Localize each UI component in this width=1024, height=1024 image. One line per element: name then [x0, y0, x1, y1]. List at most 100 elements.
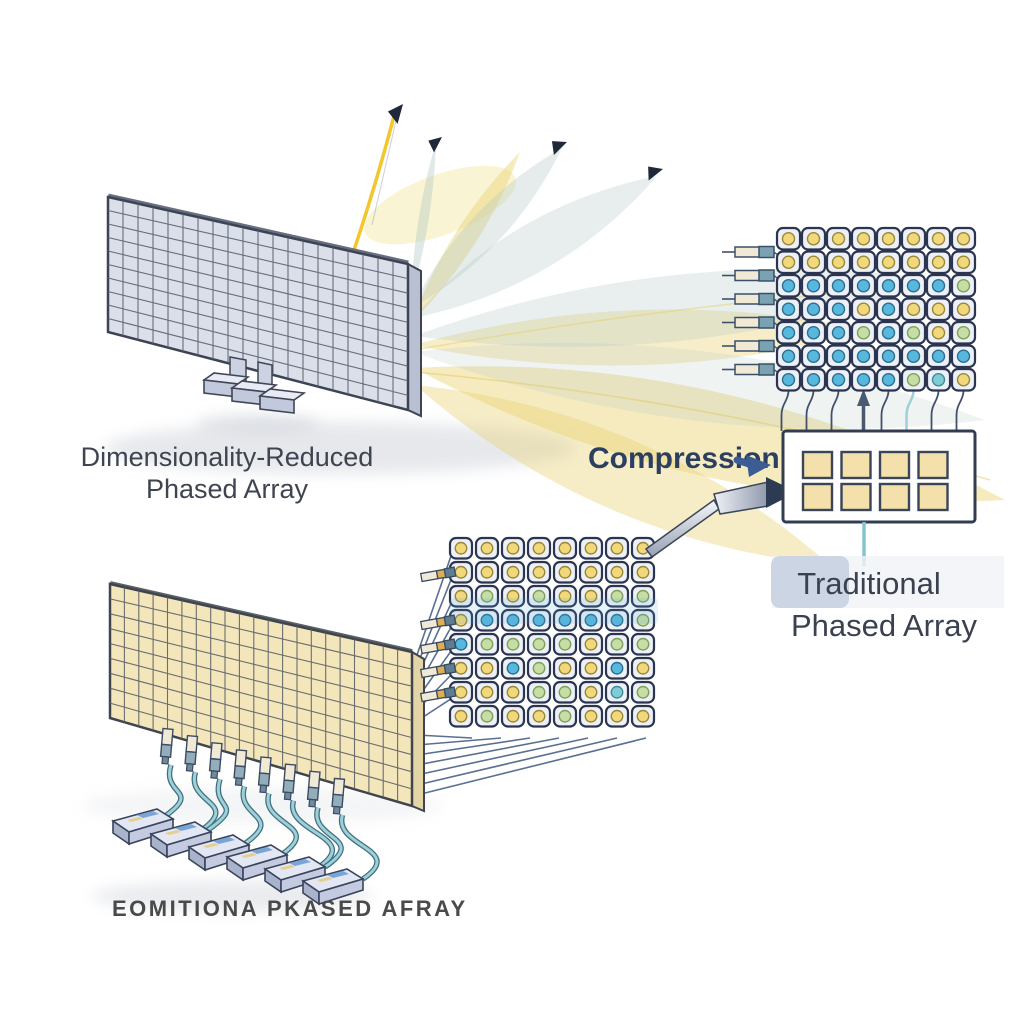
element-circle: [931, 232, 946, 246]
element-circle: [931, 255, 946, 269]
element-circle: [584, 541, 598, 555]
dim-reduced-label-line1: Dimensionality-Reduced: [81, 442, 374, 472]
element-circle: [881, 349, 896, 363]
rf-module: [149, 821, 213, 859]
element-circle: [558, 565, 572, 579]
feed-plug: [184, 734, 199, 772]
dim-reduced-label-line2: Phased Array: [146, 474, 309, 504]
element-circle: [931, 326, 946, 340]
element-circle: [956, 326, 971, 340]
middle-element-array: [419, 536, 658, 728]
element-circle: [806, 373, 821, 387]
element-circle: [454, 637, 468, 651]
element-circle: [584, 685, 598, 699]
element-circle: [480, 541, 494, 555]
feed-plug: [722, 363, 780, 376]
element-circle: [831, 302, 846, 316]
shadows: [82, 414, 575, 911]
element-circle: [506, 661, 520, 675]
rf-module: [301, 868, 365, 906]
feed-plug: [208, 741, 223, 779]
element-circle: [506, 613, 520, 627]
element-circle: [558, 685, 572, 699]
element-circle: [881, 255, 896, 269]
element-circle: [584, 613, 598, 627]
element-circle: [806, 349, 821, 363]
beam-arrowhead-icon: [551, 141, 567, 155]
element-circle: [610, 565, 624, 579]
element-circle: [636, 709, 650, 723]
element-circle: [931, 279, 946, 293]
element-circle: [806, 302, 821, 316]
beam-lobe: [411, 142, 436, 298]
element-circle: [454, 541, 468, 555]
element-circle: [558, 613, 572, 627]
bottom-caption: EOMITIONA PKASED AFRAY: [112, 896, 468, 921]
feed-plug: [282, 763, 297, 801]
element-circle: [906, 326, 921, 340]
dimensionality-reduced-panel: [106, 193, 422, 418]
element-circle: [506, 685, 520, 699]
element-circle: [781, 373, 796, 387]
element-circle: [881, 232, 896, 246]
element-circle: [781, 302, 796, 316]
element-circle: [636, 661, 650, 675]
element-circle: [906, 302, 921, 316]
element-circle: [454, 589, 468, 603]
element-circle: [781, 232, 796, 246]
element-circle: [506, 565, 520, 579]
feed-plug: [159, 727, 174, 765]
beam-arrowhead-icon: [648, 166, 663, 181]
bottom-phased-array-group: [108, 552, 647, 906]
element-circle: [636, 685, 650, 699]
element-circle: [906, 255, 921, 269]
beam-arrowhead-icon: [428, 137, 442, 153]
beam-lobe: [412, 152, 520, 322]
feed-plug: [722, 292, 780, 306]
element-circle: [956, 302, 971, 316]
element-circle: [636, 637, 650, 651]
feed-plug: [419, 566, 457, 583]
element-circle: [636, 565, 650, 579]
compression-arrow-icon: [733, 455, 771, 477]
element-circle: [831, 326, 846, 340]
feed-plug: [722, 339, 780, 353]
element-circle: [480, 661, 494, 675]
feed-plug: [722, 245, 780, 259]
element-circle: [856, 279, 871, 293]
element-circle: [532, 637, 546, 651]
output-square: [878, 482, 911, 512]
element-circle: [956, 279, 971, 293]
element-circle: [931, 302, 946, 316]
element-circle: [506, 541, 520, 555]
traditional-label-line2: Phased Array: [791, 608, 978, 643]
element-circle: [610, 661, 624, 675]
element-circle: [454, 661, 468, 675]
element-circle: [558, 709, 572, 723]
element-circle: [636, 589, 650, 603]
element-circle: [781, 349, 796, 363]
feed-plug: [331, 777, 346, 815]
element-circle: [610, 613, 624, 627]
element-circle: [532, 565, 546, 579]
element-circle: [584, 709, 598, 723]
element-circle: [480, 565, 494, 579]
element-circle: [856, 349, 871, 363]
feed-plug: [419, 638, 457, 655]
feed-plug: [306, 770, 321, 808]
element-circle: [881, 279, 896, 293]
beam-lobe: [412, 148, 562, 308]
element-circle: [956, 255, 971, 269]
feed-plug: [419, 614, 457, 631]
element-circle: [931, 349, 946, 363]
element-circle: [610, 589, 624, 603]
element-circle: [781, 326, 796, 340]
element-circle: [906, 232, 921, 246]
beam-lobe: [413, 176, 657, 318]
element-circle: [806, 279, 821, 293]
element-circle: [506, 709, 520, 723]
element-circle: [906, 349, 921, 363]
element-circle: [931, 373, 946, 387]
